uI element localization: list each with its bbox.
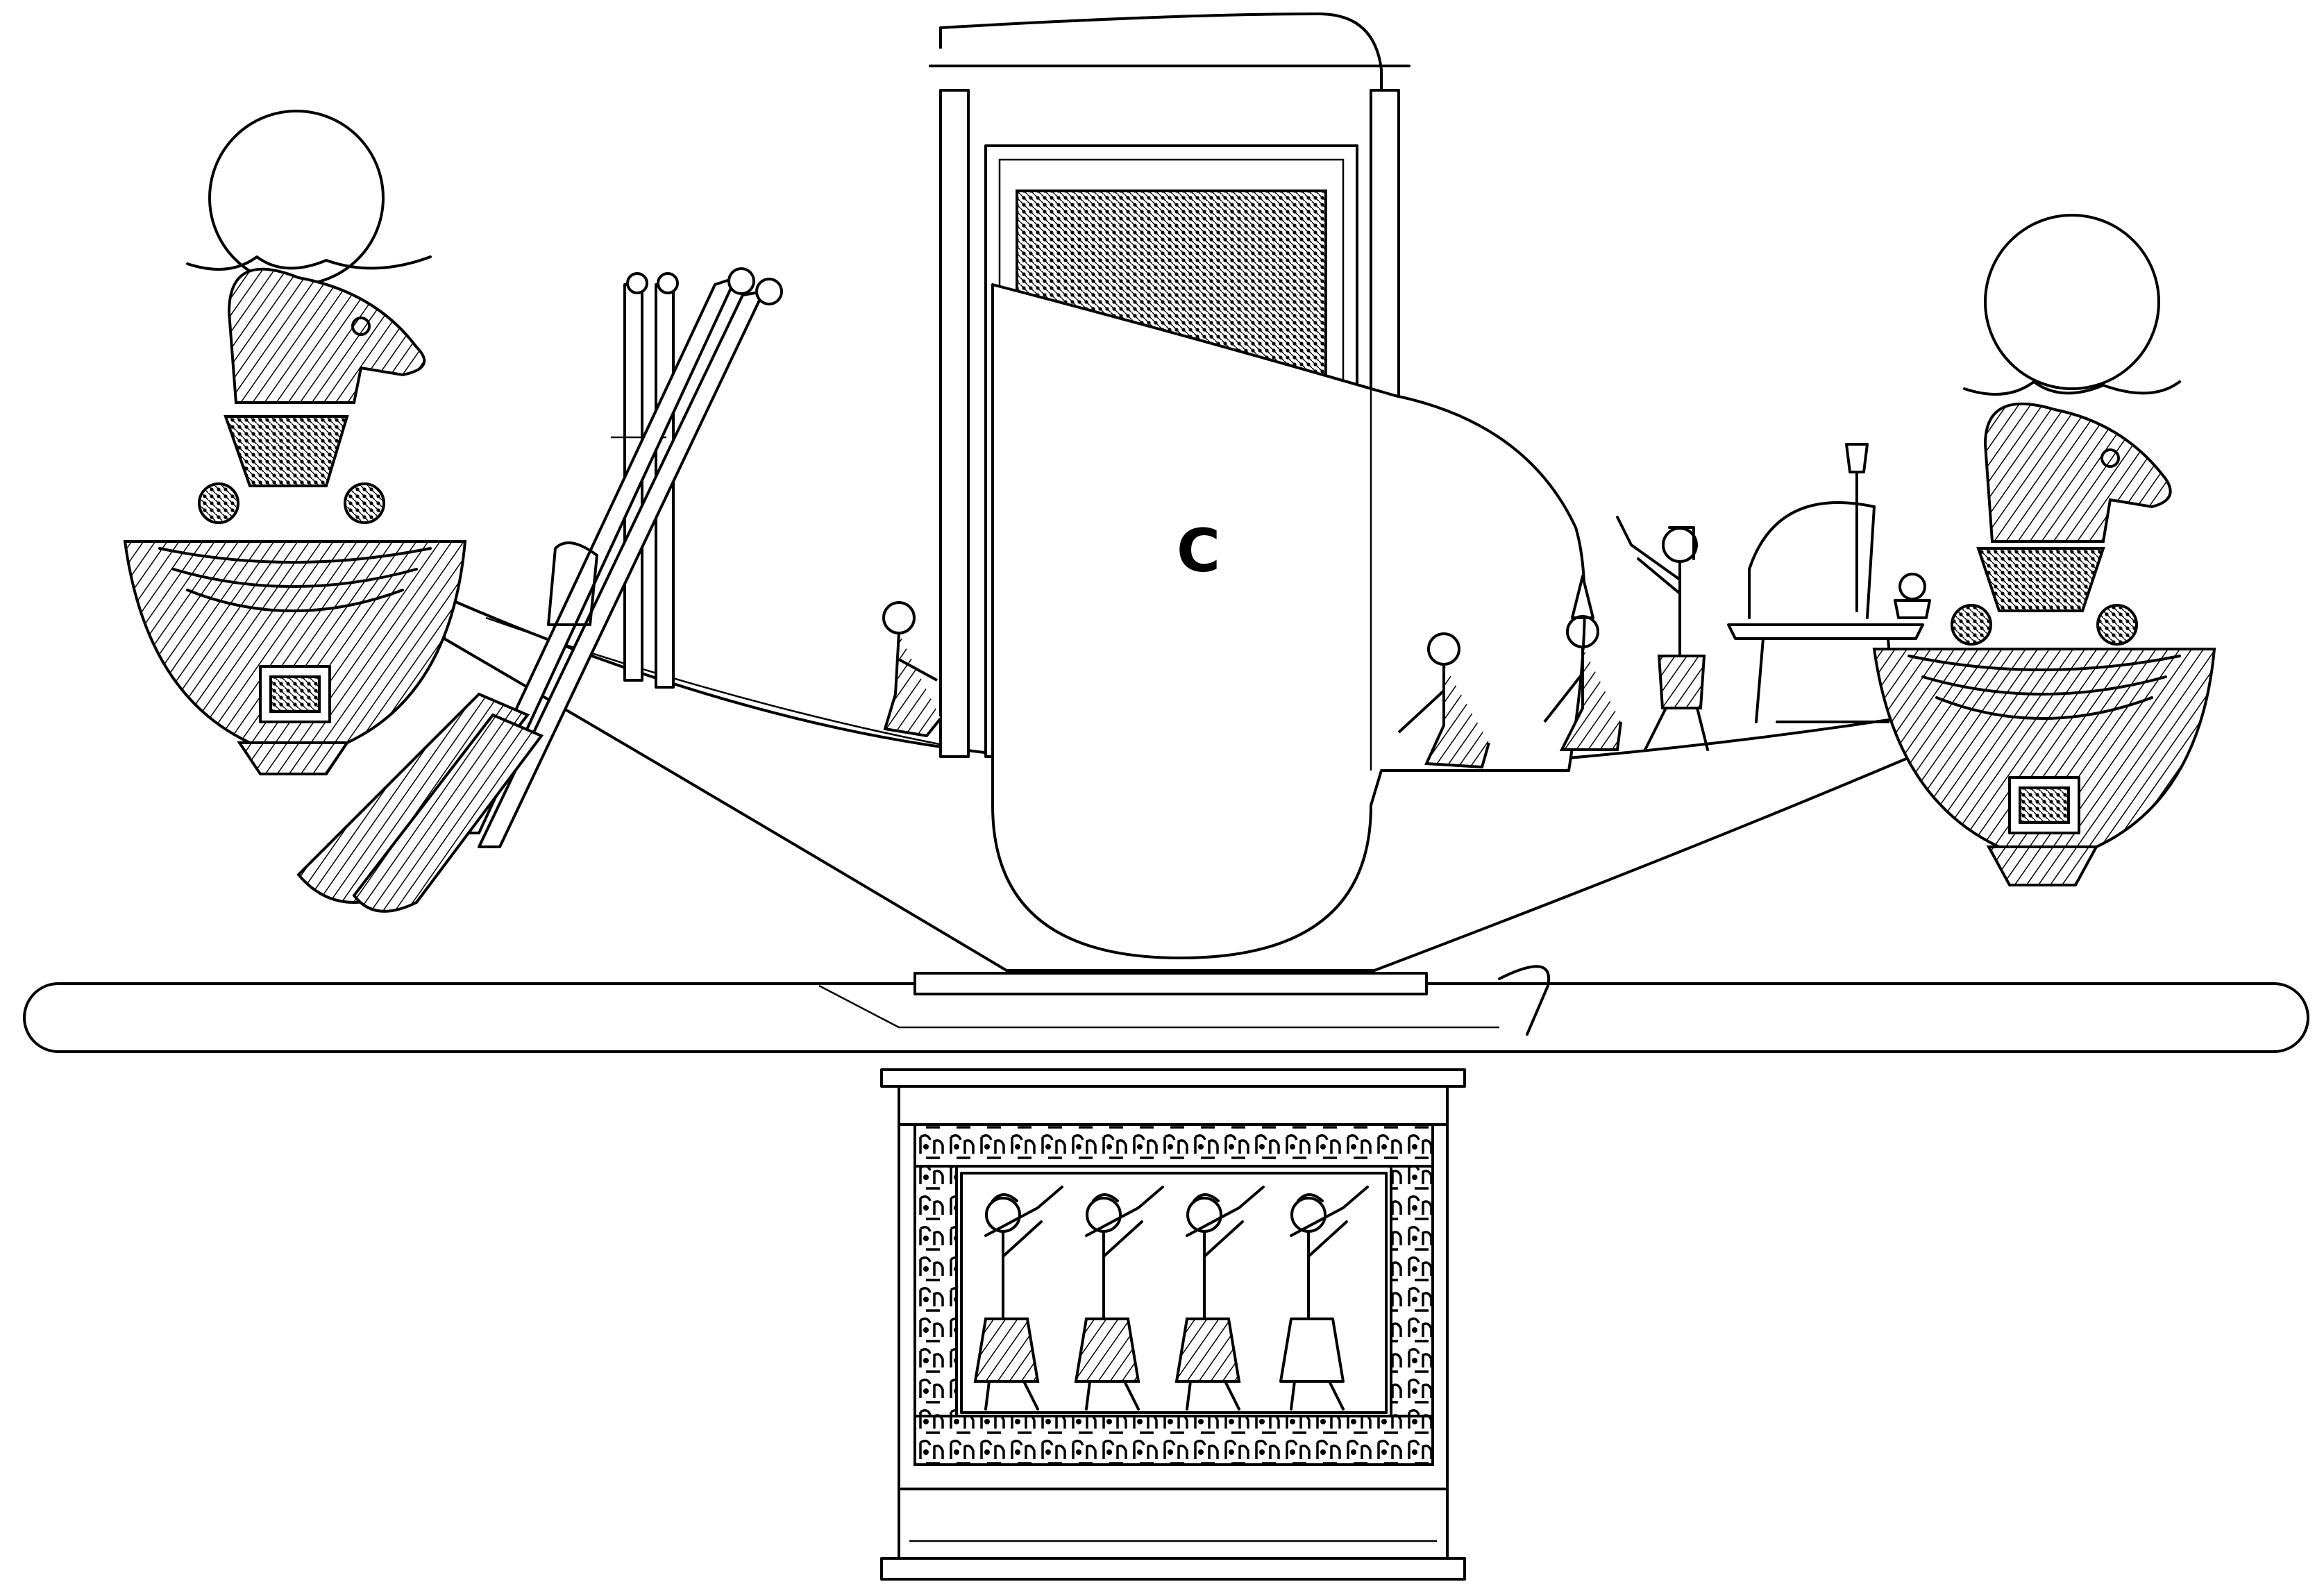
offering-figures	[973, 1186, 1369, 1411]
bow-figurehead	[123, 110, 467, 775]
hieroglyph-band-top	[913, 1123, 1434, 1168]
steering-oars	[296, 267, 783, 913]
ram-head	[1983, 402, 2172, 543]
standing-figure	[1616, 516, 1709, 751]
offering-figure	[1074, 1186, 1164, 1411]
kneeling-figure	[882, 601, 942, 738]
offering-figure	[1174, 1186, 1265, 1411]
ram-head	[227, 267, 426, 404]
hieroglyph-band-left	[913, 1165, 958, 1431]
figure-label: C	[1177, 516, 1220, 586]
barque-pedestal	[880, 972, 1466, 1581]
hieroglyph-band-right	[1390, 1165, 1434, 1431]
offering-figure	[973, 1186, 1063, 1411]
offering-figure	[1279, 1186, 1369, 1411]
veiled-cabin	[991, 283, 1586, 959]
kneeling-figure	[1543, 575, 1622, 751]
sun-disk	[208, 110, 385, 286]
stern-figurehead	[1872, 214, 2216, 886]
divine-standard	[1727, 443, 1931, 723]
ankh-frieze	[913, 1415, 1434, 1466]
sun-disk	[1984, 214, 2160, 390]
kneeling-figure	[1397, 632, 1490, 769]
